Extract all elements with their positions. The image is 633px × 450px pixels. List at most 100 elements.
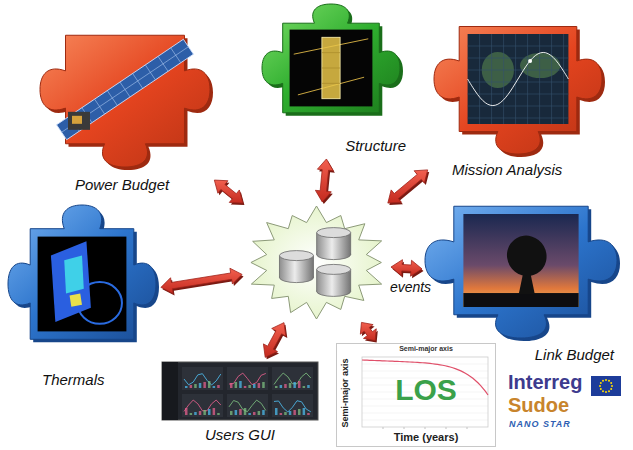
illustration-part — [463, 214, 578, 307]
illustration-part — [274, 373, 311, 384]
illustration-part — [290, 30, 373, 107]
illustration-part — [208, 381, 211, 388]
illustration-part — [307, 413, 310, 415]
illustration-part — [503, 34, 504, 124]
illustration-part — [203, 410, 206, 415]
puzzle-piece-art — [8, 205, 156, 363]
illustration-part — [275, 386, 278, 388]
illustration-part — [185, 408, 188, 415]
illustration-part — [468, 34, 569, 124]
illustration-part — [272, 394, 313, 417]
arrow-body — [388, 170, 428, 203]
illustration-part — [610, 382, 612, 384]
double-arrow — [214, 180, 244, 205]
database-icon — [279, 228, 350, 297]
illustration-part — [599, 385, 601, 387]
illustration-part — [248, 385, 251, 388]
illustration-part — [217, 413, 220, 415]
double-arrow — [263, 323, 287, 360]
illustration-part — [303, 386, 306, 388]
los-chart: Semi-major axisLOSSemi-major axisTime (y… — [336, 343, 496, 447]
illustration-part — [227, 394, 268, 417]
illustration-part — [350, 233, 351, 255]
illustration-part — [605, 379, 607, 381]
illustration-part — [362, 371, 488, 372]
illustration-part — [182, 367, 223, 390]
piece-picture — [463, 214, 578, 307]
illustration-part — [316, 269, 317, 291]
illustration-part — [162, 362, 318, 420]
illustration-part — [289, 383, 292, 388]
flag-field — [591, 376, 621, 396]
illustration-part — [307, 385, 310, 388]
illustration-part — [51, 241, 91, 322]
piece-picture — [57, 39, 194, 139]
double-arrow — [360, 322, 377, 342]
illustration-part — [362, 420, 488, 421]
illustration-part — [203, 382, 206, 388]
puzzle-piece-art — [262, 4, 400, 132]
illustration-part — [57, 39, 194, 139]
illustration-part — [275, 408, 278, 415]
illustration-part — [244, 386, 247, 388]
piece-caption: Power Budget — [75, 176, 169, 193]
edge-label: events — [390, 279, 431, 295]
illustration-part — [190, 413, 193, 415]
illustration-part — [162, 362, 178, 420]
piece-caption: Thermals — [42, 371, 105, 388]
data-hub-starburst — [245, 205, 388, 320]
piece-outline — [8, 205, 156, 339]
illustration-part — [463, 293, 578, 307]
illustration-part — [362, 364, 488, 365]
illustration-part — [57, 39, 194, 139]
illustration-part — [199, 411, 202, 415]
illustration-part — [313, 256, 314, 278]
arrow-body — [391, 260, 422, 277]
flag-stars — [599, 379, 613, 393]
illustration-part — [610, 388, 612, 390]
starburst-outline — [251, 206, 382, 319]
illustration-part — [190, 385, 193, 388]
illustration-part — [38, 237, 127, 332]
puzzle-piece-art — [434, 4, 602, 154]
structure-piece: Structure — [258, 4, 410, 156]
illustration-part — [491, 34, 492, 124]
illustration-part — [235, 410, 238, 415]
illustration-part — [248, 413, 251, 415]
illustration-part — [322, 68, 340, 69]
illustration-part — [605, 391, 607, 393]
double-arrow — [315, 159, 334, 204]
illustration-part — [515, 34, 516, 124]
illustration-part — [468, 52, 569, 105]
puzzle-piece-art — [40, 12, 210, 167]
arrow-body — [214, 180, 243, 203]
piece-picture — [468, 34, 569, 124]
illustration-part — [317, 264, 351, 274]
double-arrow — [161, 268, 244, 295]
illustration-part — [563, 34, 564, 124]
illustration-part — [64, 256, 84, 294]
piece-caption: Mission Analysis — [452, 161, 562, 178]
illustration-part — [611, 385, 613, 387]
chart-title: Semi-major axis — [399, 345, 453, 353]
illustration-part — [185, 386, 188, 388]
illustration-part — [602, 380, 604, 382]
users-gui-screenshot: Users GUI — [160, 360, 320, 448]
illustration-part — [298, 381, 301, 388]
puzzle-piece-art — [425, 183, 617, 338]
illustration-part — [213, 386, 216, 388]
illustration-part — [337, 344, 496, 447]
axis-title: Semi-major axis — [340, 358, 350, 427]
illustration-part — [70, 293, 82, 306]
illustration-part — [72, 116, 82, 124]
illustration-part — [468, 94, 569, 95]
illustration-part — [350, 269, 351, 291]
illustration-part — [317, 228, 351, 238]
illustration-part — [230, 411, 233, 415]
illustration-part — [600, 382, 602, 384]
illustration-part — [298, 409, 301, 415]
illustration-part — [608, 380, 610, 382]
link-budget-piece: Link Budget — [425, 183, 620, 367]
